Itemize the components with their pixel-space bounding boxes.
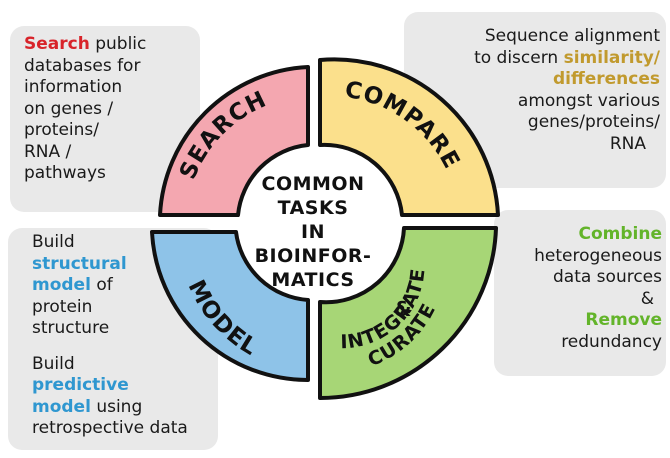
differences-highlight: differences: [552, 69, 660, 89]
note-text: of: [90, 275, 113, 295]
note-text: genes/proteins/: [527, 112, 660, 132]
center-line: MATICS: [271, 269, 354, 291]
remove-highlight: Remove: [585, 310, 662, 330]
note-text: retrospective data: [32, 418, 188, 438]
note-text: databases for: [24, 55, 141, 76]
center-line: COMMON: [262, 173, 365, 195]
model-segment: [150, 230, 310, 383]
note-text: RNA /: [24, 141, 72, 162]
note-text: structure: [32, 318, 110, 338]
search-highlight: Search: [24, 34, 90, 54]
model-highlight: model: [32, 396, 91, 417]
note-text: data sources: [552, 267, 662, 287]
compare-segment: [318, 57, 500, 217]
note-text: to discern: [474, 47, 564, 68]
note-text: RNA: [609, 133, 646, 154]
center-line: BIOINFOR-: [255, 245, 372, 267]
note-text: information: [24, 77, 123, 97]
combine-highlight: Combine: [578, 224, 663, 244]
note-text: redundancy: [561, 331, 662, 352]
note-text: using: [90, 396, 143, 417]
integrate-note: Combine heterogeneous data sources & Rem…: [494, 210, 666, 376]
compare-note: Sequence alignment to discern similarity…: [404, 12, 666, 188]
ampersand-label: &: [394, 297, 412, 321]
predictive-highlight: predictive: [32, 375, 129, 395]
note-text: &: [640, 288, 654, 309]
note-text: Build: [32, 353, 75, 374]
search-segment: [158, 65, 310, 217]
center-line: TASKS: [278, 197, 349, 219]
note-text: proteins/: [24, 120, 100, 140]
note-text: Build: [32, 232, 75, 252]
similarity-highlight: similarity/: [563, 47, 660, 68]
note-text: pathways: [24, 163, 106, 183]
note-text: Sequence alignment: [484, 26, 660, 46]
search-note: Search public databases for information …: [10, 26, 200, 212]
note-text: protein: [32, 296, 93, 317]
model-highlight: model: [32, 275, 91, 295]
note-text: amongst various: [517, 90, 660, 111]
integrate-curate-segment: [318, 226, 498, 400]
center-line: IN: [301, 221, 325, 243]
structural-highlight: structural: [32, 253, 127, 274]
note-text: public: [89, 34, 147, 54]
note-text: heterogeneous: [534, 245, 662, 266]
note-text: on genes /: [24, 98, 114, 119]
